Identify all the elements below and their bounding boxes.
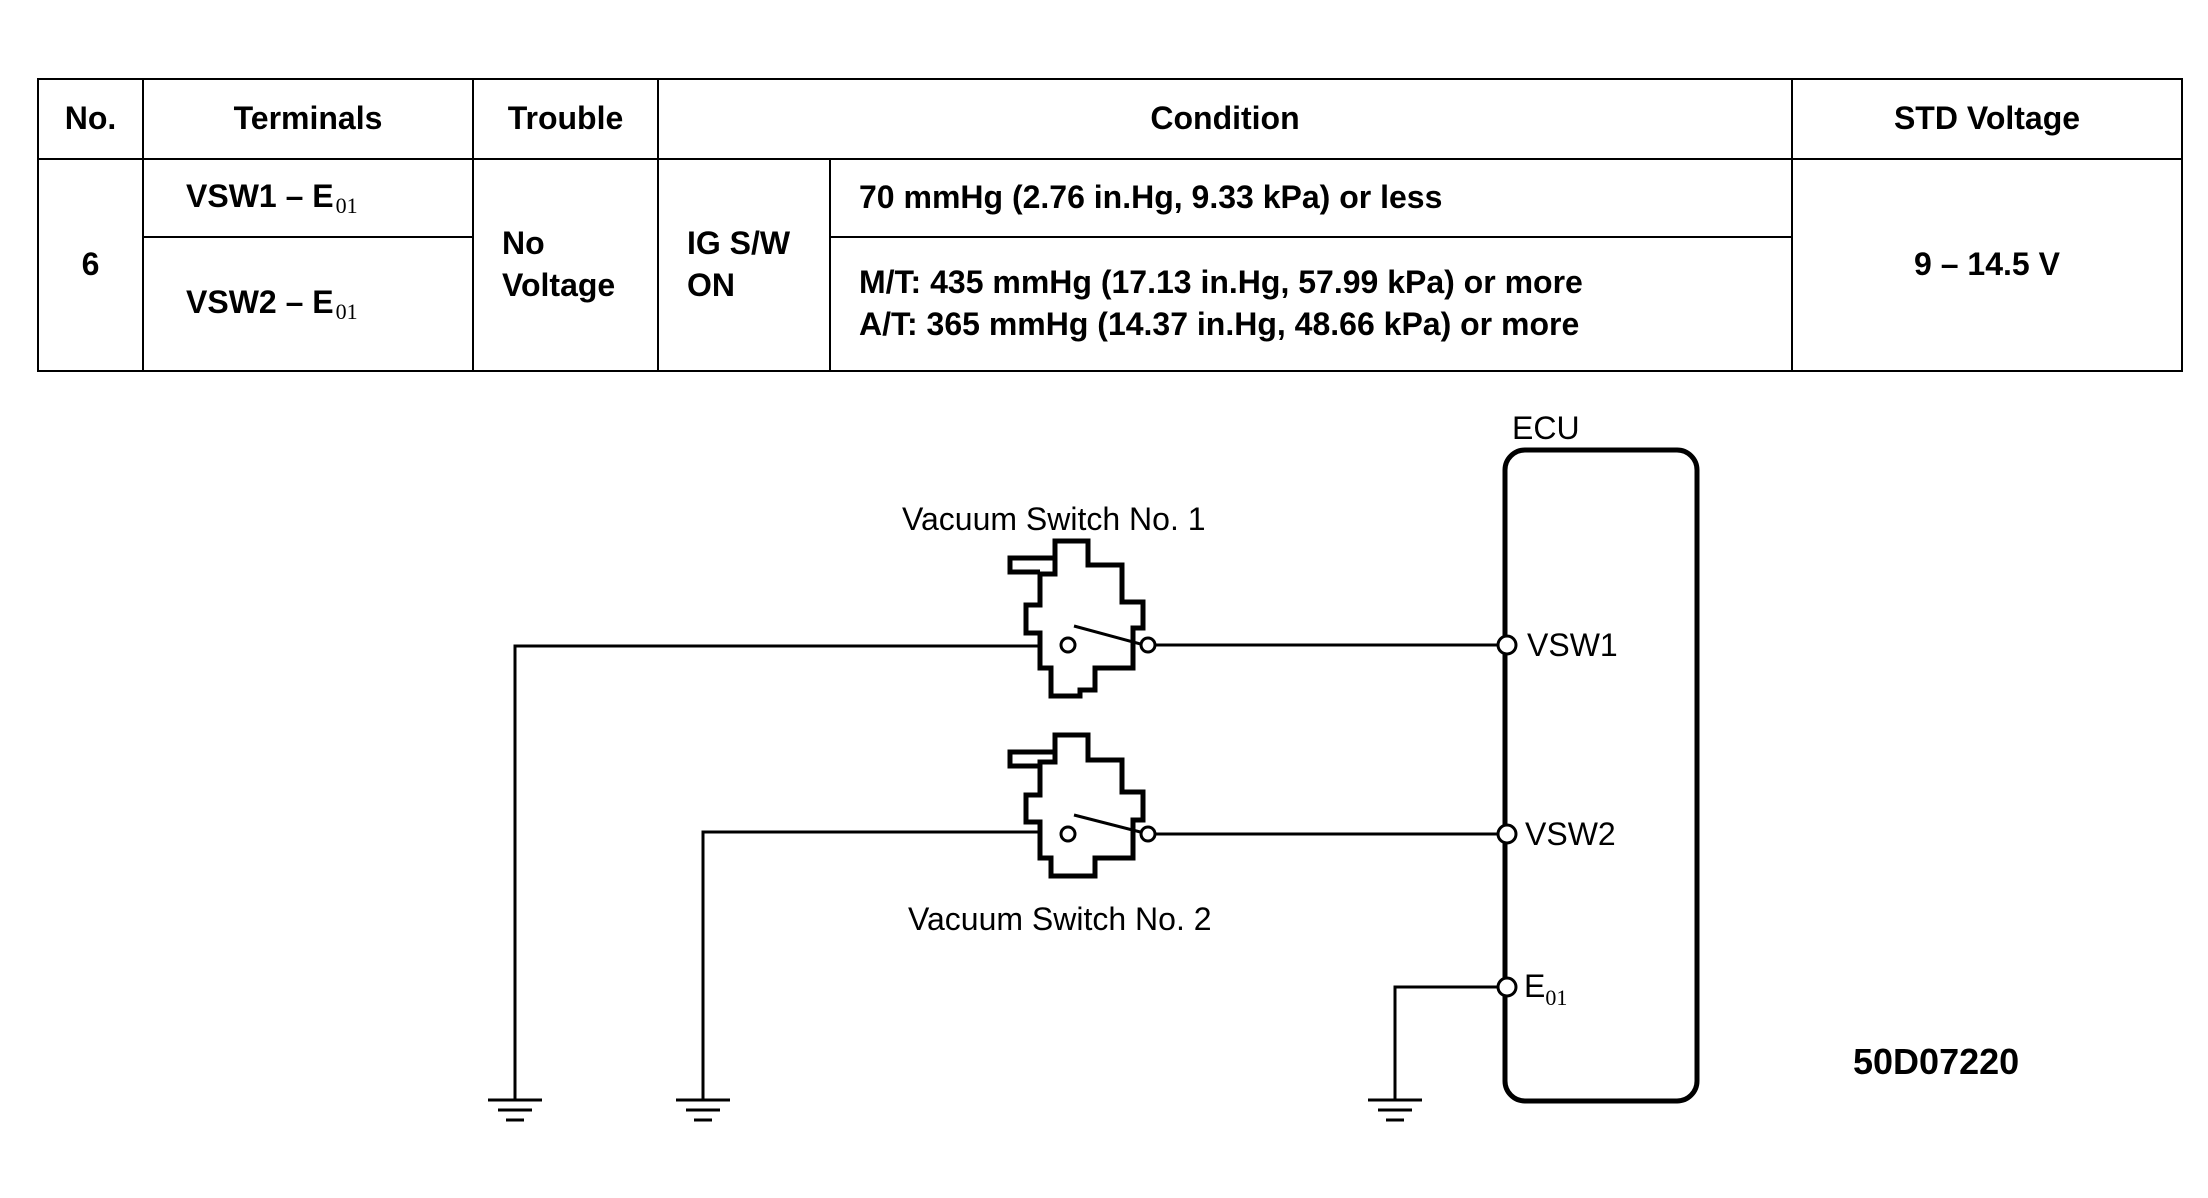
switch-2-terminal [1059, 825, 1077, 843]
condition-2a-text: M/T: 435 mmHg (17.13 in.Hg, 57.99 kPa) o… [859, 264, 1583, 301]
ecu-pin-e01-label: E01 [1524, 968, 1567, 1010]
vacuum-switch-2-body [1023, 732, 1146, 879]
cell-ignition: IG S/W ON [657, 158, 831, 372]
condition-1-text: 70 mmHg (2.76 in.Hg, 9.33 kPa) or less [859, 179, 1443, 216]
vacuum-switch-2-contact [1073, 813, 1149, 836]
ecu-pin-vsw2-label: VSW2 [1525, 816, 1616, 852]
ground-symbol [488, 1098, 542, 1122]
vacuum-switch-2-label: Vacuum Switch No. 2 [908, 901, 1212, 937]
ecu-pin-vsw1-label: VSW1 [1527, 627, 1618, 663]
switch-1-terminal [1059, 636, 1077, 654]
ignition-line-1: IG S/W [687, 225, 791, 262]
wire-vsw2-ground [701, 830, 1040, 1100]
ecu-pin-e01-main: E [1524, 968, 1545, 1004]
figure-code: 50D07220 [1853, 1041, 2019, 1082]
header-std-voltage: STD Voltage [1791, 78, 2183, 160]
terminal-vsw1-subscript: 01 [335, 192, 358, 218]
header-terminals: Terminals [142, 78, 474, 160]
vacuum-switch-1-port [1007, 555, 1055, 575]
ecu-pin-vsw2 [1496, 823, 1518, 845]
cell-std-voltage: 9 – 14.5 V [1791, 158, 2183, 372]
table-header-row: No. Terminals Trouble Condition STD Volt… [37, 78, 2183, 160]
ground-symbol [676, 1098, 730, 1122]
trouble-line-2: Voltage [502, 267, 616, 303]
terminal-vsw2-subscript: 01 [335, 298, 358, 324]
condition-2b-text: A/T: 365 mmHg (14.37 in.Hg, 48.66 kPa) o… [859, 306, 1580, 342]
ecu-pin-e01-sub: 01 [1545, 985, 1567, 1010]
ecu-pin-vsw1 [1496, 634, 1518, 656]
ecu-pin-e01 [1496, 976, 1518, 998]
ecu-label: ECU [1512, 410, 1580, 446]
vacuum-switch-1-contact [1073, 624, 1149, 648]
wire-e01-ground [1393, 985, 1507, 1100]
cell-no: 6 [37, 158, 144, 372]
ignition-line-2: ON [687, 267, 735, 303]
vacuum-switch-1-label: Vacuum Switch No. 1 [902, 501, 1206, 537]
vacuum-switch-1-body [1023, 538, 1146, 699]
cell-terminal-vsw1: VSW1 – E01 [142, 158, 474, 238]
vacuum-switch-2-port [1007, 749, 1055, 769]
header-trouble: Trouble [472, 78, 659, 160]
terminal-spec-table: No. Terminals Trouble Condition STD Volt… [37, 78, 2183, 372]
switch-2-terminal [1139, 825, 1157, 843]
trouble-line-1: No [502, 225, 545, 262]
cell-terminal-vsw2: VSW2 – E01 [142, 236, 474, 372]
wire-vsw1-ground [513, 644, 1040, 1100]
table-row: 6 VSW1 – E01 No Voltage IG S/W ON 70 mmH… [37, 158, 2183, 372]
header-no: No. [37, 78, 144, 160]
header-condition: Condition [657, 78, 1793, 160]
ground-symbol [1368, 1098, 1422, 1122]
cell-condition-2: M/T: 435 mmHg (17.13 in.Hg, 57.99 kPa) o… [829, 236, 1793, 372]
switch-1-terminal [1139, 636, 1157, 654]
cell-trouble: No Voltage [472, 158, 659, 372]
ecu-box [1502, 447, 1700, 1104]
cell-condition-1: 70 mmHg (2.76 in.Hg, 9.33 kPa) or less [829, 158, 1793, 238]
terminal-vsw2-label: VSW2 – E [186, 283, 334, 320]
terminal-vsw1-label: VSW1 – E [186, 177, 334, 214]
table-row: VSW2 – E01 M/T: 435 mmHg (17.13 in.Hg, 5… [38, 236, 2182, 372]
